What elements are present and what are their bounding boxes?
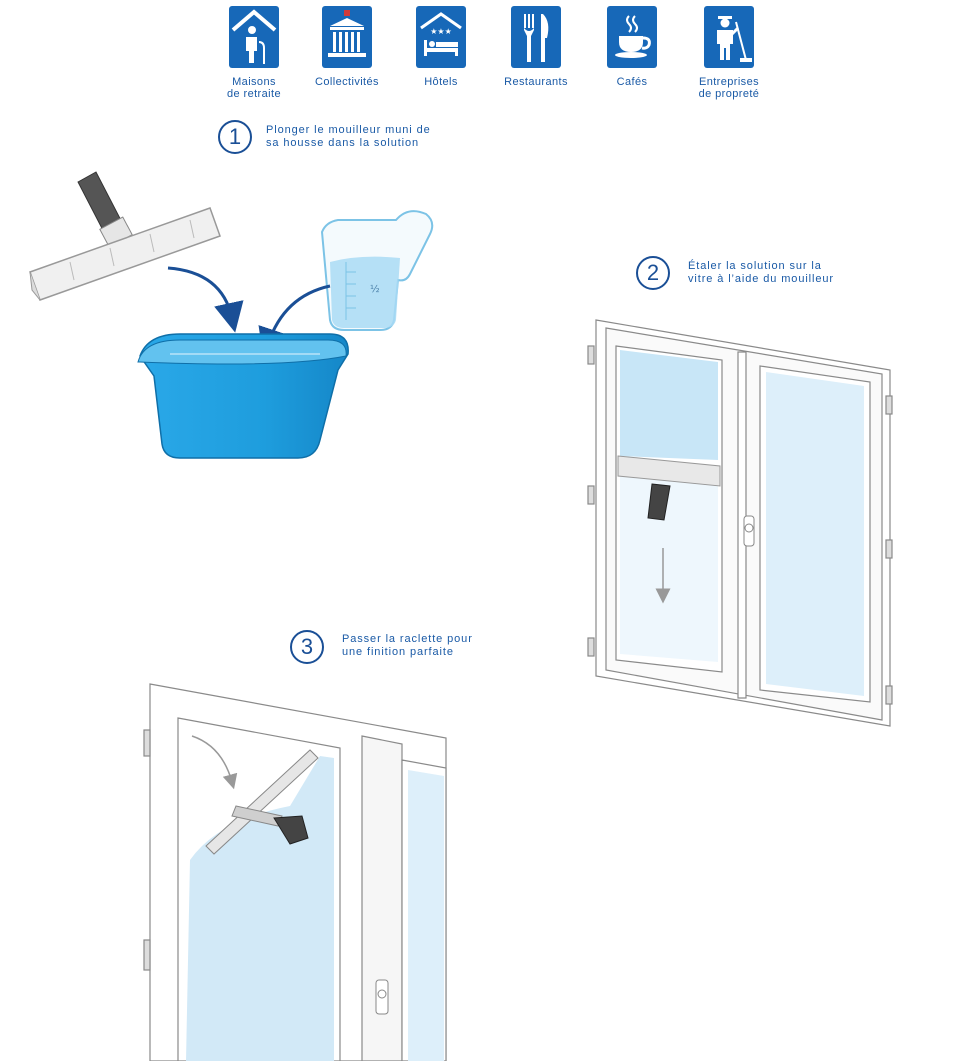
sector-public-bodies: Collectivités <box>299 6 395 88</box>
measuring-jug-icon: ½ <box>320 210 434 331</box>
sector-hotels: ★★★ Hôtels <box>393 6 489 88</box>
glass-pane-lower <box>620 468 718 662</box>
sector-cleaning-companies: Entreprises de propreté <box>681 6 777 100</box>
sector-label: Hôtels <box>424 76 458 88</box>
applicator-mop-icon <box>29 171 221 301</box>
step-text: Étaler la solution sur la vitre à l’aide… <box>688 260 834 285</box>
sector-restaurants: Restaurants <box>488 6 584 88</box>
public-building-icon <box>322 6 372 68</box>
fork-knife-icon <box>511 6 561 68</box>
coffee-cup-icon <box>607 6 657 68</box>
sector-label: Entreprises de propreté <box>698 76 760 100</box>
step-3-caption: 3 Passer la raclette pour une finition p… <box>290 630 473 664</box>
arrow-curve-step-3 <box>191 735 238 790</box>
squeegee-icon <box>205 749 319 855</box>
elderly-person-house-icon <box>229 6 279 68</box>
sector-label: Restaurants <box>504 76 568 88</box>
sector-cafes: Cafés <box>584 6 680 88</box>
step-text: Passer la raclette pour une finition par… <box>342 633 473 658</box>
window-handle-icon <box>743 515 755 547</box>
arrow-applicator-to-bucket <box>167 266 244 333</box>
glass-pane-far <box>408 770 444 1061</box>
hotel-bed-icon: ★★★ <box>416 6 466 68</box>
step-number: 2 <box>636 256 670 290</box>
bucket-icon <box>137 333 349 459</box>
step-1-caption: 1 Plonger le mouilleur muni de sa housse… <box>218 120 431 154</box>
glass-pane-right <box>766 372 864 696</box>
sector-label: Maisons de retraite <box>227 76 281 100</box>
step-text: Plonger le mouilleur muni de sa housse d… <box>266 124 431 149</box>
step-2-caption: 2 Étaler la solution sur la vitre à l’ai… <box>636 256 834 290</box>
step-number: 3 <box>290 630 324 664</box>
sector-label: Cafés <box>616 76 648 88</box>
applicator-on-window-icon <box>617 455 721 521</box>
sector-label: Collectivités <box>315 76 379 88</box>
sector-elderly-homes: Maisons de retraite <box>206 6 302 100</box>
jug-half-mark: ½ <box>370 283 380 295</box>
cleaning-worker-icon <box>704 6 754 68</box>
glass-pane-wet <box>620 350 718 460</box>
step-number: 1 <box>218 120 252 154</box>
window-handle-icon <box>375 979 389 1015</box>
svg-text:★★★: ★★★ <box>430 27 452 36</box>
